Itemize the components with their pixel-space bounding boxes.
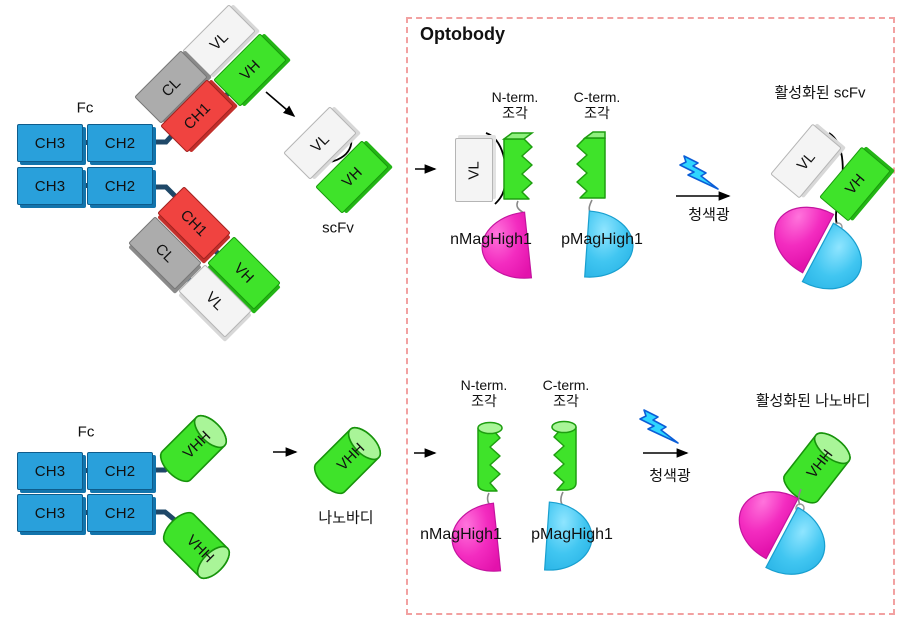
nterm-fragment-label-bottom: 조각 [471,393,497,409]
cterm-fragment-label-top: 조각 [584,105,610,121]
domain-ch3-box: CH3 [17,124,83,162]
domain-ch2-box: CH2 [87,124,153,162]
activated-nanobody-label: 활성화된 나노바디 [755,392,871,410]
cterm-label-bottom: C-term. [542,377,590,393]
vhh-cylinder-igg-bottom [162,511,231,580]
domain-ch1-label: CH1 [180,99,214,133]
domain-vl-label: VL [202,288,228,314]
nmag-top-tether-curve [516,200,525,214]
nmag-label-bottom: nMagHigh1 [420,526,502,543]
activated-nanobody-mag-dimer [738,491,826,575]
domain-vh-label: VH [230,259,258,287]
scfv-label: scFv [322,219,354,237]
domain-ch3-label: CH3 [34,177,66,195]
cterm-fragment-label-bottom: 조각 [553,393,579,409]
lightning-bolt-bottom-icon [639,409,679,444]
domain-vl-label: VL [793,148,819,174]
cterm-vhh-fragment [551,420,577,491]
flow-arrows [265,91,731,458]
domain-ch3-box: CH3 [17,167,83,205]
pmag-half-disc-top [584,210,634,278]
nmag-half-disc-top [481,211,533,279]
domain-ch3-label: CH3 [34,504,66,522]
domain-ch3-box: CH3 [17,494,83,532]
fc-label-top: Fc [76,99,94,117]
nterm-vh-fragment [501,132,535,200]
bluelight-label-bottom: 청색광 [649,467,691,485]
domain-vh-label: VH [236,56,264,84]
domain-ch3-label: CH3 [34,134,66,152]
optobody-vl-box: VL [455,138,493,202]
activated-scfv-mag-dimer [774,206,862,290]
domain-vl-label: VL [465,160,483,180]
domain-ch2-box: CH2 [87,494,153,532]
domain-ch2-label: CH2 [104,134,136,152]
optobody-panel [406,17,895,615]
domain-ch3-box: CH3 [17,452,83,490]
domain-ch1-label: CH1 [177,206,211,240]
nmag-label-top: nMagHigh1 [450,231,532,248]
domain-vh-label: VH [841,170,869,198]
activated-scfv-label: 활성화된 scFv [774,84,866,102]
bluelight-label-top: 청색광 [688,206,730,224]
fc-label-bottom: Fc [77,423,95,441]
domain-ch3-label: CH3 [34,462,66,480]
nanobody-label: 나노바디 [318,509,374,527]
nmag-half-disc-bottom [451,502,502,572]
domain-cl-label: CL [158,74,184,100]
nterm-label-bottom: N-term. [460,377,508,393]
domain-ch2-box: CH2 [87,452,153,490]
vhh-cylinder-activated [783,432,851,504]
domain-vh-label: VH [338,163,366,191]
domain-vl-label: VL [307,130,333,156]
pmag-label-bottom: pMagHigh1 [531,526,613,543]
domain-vl-label: VL [206,28,232,54]
cterm-label-top: C-term. [573,89,621,105]
nterm-vhh-fragment [477,421,503,492]
pmag-half-disc-bottom [543,501,593,571]
domain-ch2-label: CH2 [104,462,136,480]
lightning-bolt-top-icon [679,155,719,190]
arrow-to-scfv-icon [265,91,296,118]
nterm-fragment-label-top: 조각 [502,105,528,121]
optobody-title: Optobody [420,24,505,44]
vhh-cylinder-igg-top [159,414,228,483]
domain-ch2-label: CH2 [104,177,136,195]
domain-ch2-label: CH2 [104,504,136,522]
vhh-cylinder-nanobody [313,426,382,495]
cterm-vh-fragment [576,131,606,199]
domain-cl-label: CL [152,240,178,266]
nterm-label-top: N-term. [491,89,539,105]
pmag-label-top: pMagHigh1 [561,231,643,248]
domain-ch2-box: CH2 [87,167,153,205]
